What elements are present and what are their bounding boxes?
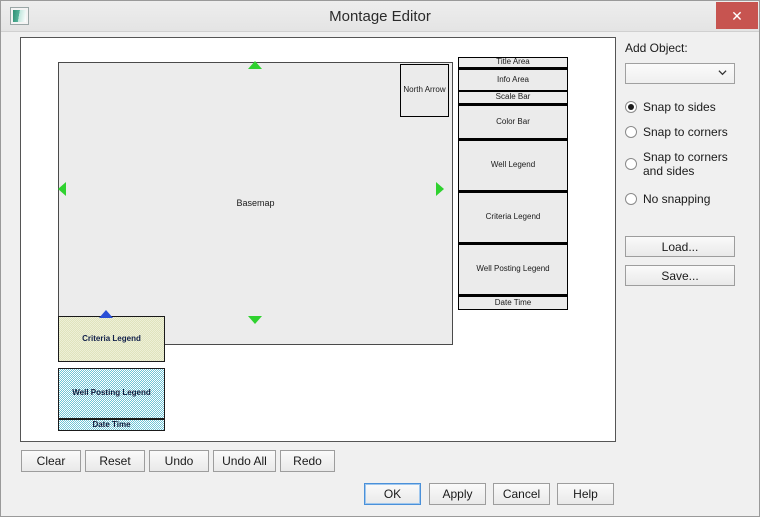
- app-icon: [10, 7, 29, 25]
- criteria-legend-selected-box[interactable]: Criteria Legend: [58, 316, 165, 362]
- well-posting-legend-selected-box[interactable]: Well Posting Legend: [58, 368, 165, 419]
- chevron-down-icon: [718, 70, 727, 76]
- add-object-panel: Add Object: Snap to sides Snap to corner…: [625, 41, 751, 286]
- criteria-legend-box[interactable]: Criteria Legend: [458, 192, 568, 244]
- radio-label-snap-to-sides: Snap to sides: [643, 100, 716, 114]
- load-button[interactable]: Load...: [625, 236, 735, 257]
- add-object-select[interactable]: [625, 63, 735, 84]
- scale-bar-label: Scale Bar: [495, 92, 531, 102]
- well-posting-legend-label: Well Posting Legend: [476, 264, 550, 274]
- window-title: Montage Editor: [329, 8, 431, 25]
- down-triangle-handle[interactable]: [248, 316, 262, 324]
- info-area-box[interactable]: Info Area: [458, 69, 568, 91]
- radio-icon-snap-to-corners-and-sides[interactable]: [625, 158, 637, 170]
- up-triangle-handle[interactable]: [248, 61, 262, 69]
- close-icon[interactable]: ✕: [716, 2, 758, 29]
- title-bar: Montage Editor ✕: [1, 1, 759, 32]
- radio-icon-snap-to-corners[interactable]: [625, 126, 637, 138]
- north-arrow-label: North Arrow: [403, 85, 446, 95]
- radio-label-no-snapping: No snapping: [643, 192, 711, 206]
- title-area-box[interactable]: Title Area: [458, 57, 568, 69]
- criteria-legend-label: Criteria Legend: [485, 212, 541, 222]
- ok-button[interactable]: OK: [364, 483, 421, 505]
- date-time-selected-box[interactable]: Date Time: [58, 419, 165, 431]
- basemap-box[interactable]: Basemap: [58, 62, 453, 345]
- redo-button[interactable]: Redo: [280, 450, 335, 472]
- color-bar-box[interactable]: Color Bar: [458, 105, 568, 140]
- info-area-label: Info Area: [496, 74, 530, 84]
- add-object-label: Add Object:: [625, 41, 688, 55]
- radio-snap-to-corners[interactable]: Snap to corners: [625, 125, 751, 139]
- right-triangle-handle[interactable]: [436, 182, 444, 196]
- apply-button[interactable]: Apply: [429, 483, 486, 505]
- well-legend-box[interactable]: Well Legend: [458, 140, 568, 192]
- reset-button[interactable]: Reset: [85, 450, 145, 472]
- radio-icon-no-snapping[interactable]: [625, 193, 637, 205]
- radio-snap-to-sides[interactable]: Snap to sides: [625, 100, 751, 114]
- basemap-label: Basemap: [236, 197, 275, 208]
- title-area-label: Title Area: [496, 57, 530, 67]
- clear-button[interactable]: Clear: [21, 450, 81, 472]
- date-time-label: Date Time: [494, 297, 532, 307]
- criteria-legend-selected-label: Criteria Legend: [82, 333, 141, 343]
- well-legend-label: Well Legend: [490, 160, 536, 170]
- scale-bar-box[interactable]: Scale Bar: [458, 91, 568, 105]
- undo-button[interactable]: Undo: [149, 450, 209, 472]
- radio-icon-snap-to-sides[interactable]: [625, 101, 637, 113]
- montage-canvas[interactable]: Basemap North Arrow Title Area Info Area…: [20, 37, 616, 442]
- cancel-button[interactable]: Cancel: [493, 483, 550, 505]
- well-posting-legend-box[interactable]: Well Posting Legend: [458, 244, 568, 296]
- radio-snap-to-corners-and-sides[interactable]: Snap to corners and sides: [625, 150, 751, 178]
- undo-all-button[interactable]: Undo All: [213, 450, 276, 472]
- well-posting-legend-selected-label: Well Posting Legend: [72, 388, 151, 398]
- radio-label-snap-to-corners: Snap to corners: [643, 125, 728, 139]
- color-bar-label: Color Bar: [496, 116, 530, 126]
- radio-label-snap-to-corners-and-sides: Snap to corners and sides: [643, 150, 728, 178]
- radio-no-snapping[interactable]: No snapping: [625, 192, 751, 206]
- help-button[interactable]: Help: [557, 483, 614, 505]
- north-arrow-box[interactable]: North Arrow: [400, 64, 449, 117]
- date-time-selected-label: Date Time: [92, 419, 131, 429]
- up-triangle-handle-blue[interactable]: [99, 310, 113, 318]
- save-button[interactable]: Save...: [625, 265, 735, 286]
- left-triangle-handle[interactable]: [58, 182, 66, 196]
- date-time-box[interactable]: Date Time: [458, 296, 568, 310]
